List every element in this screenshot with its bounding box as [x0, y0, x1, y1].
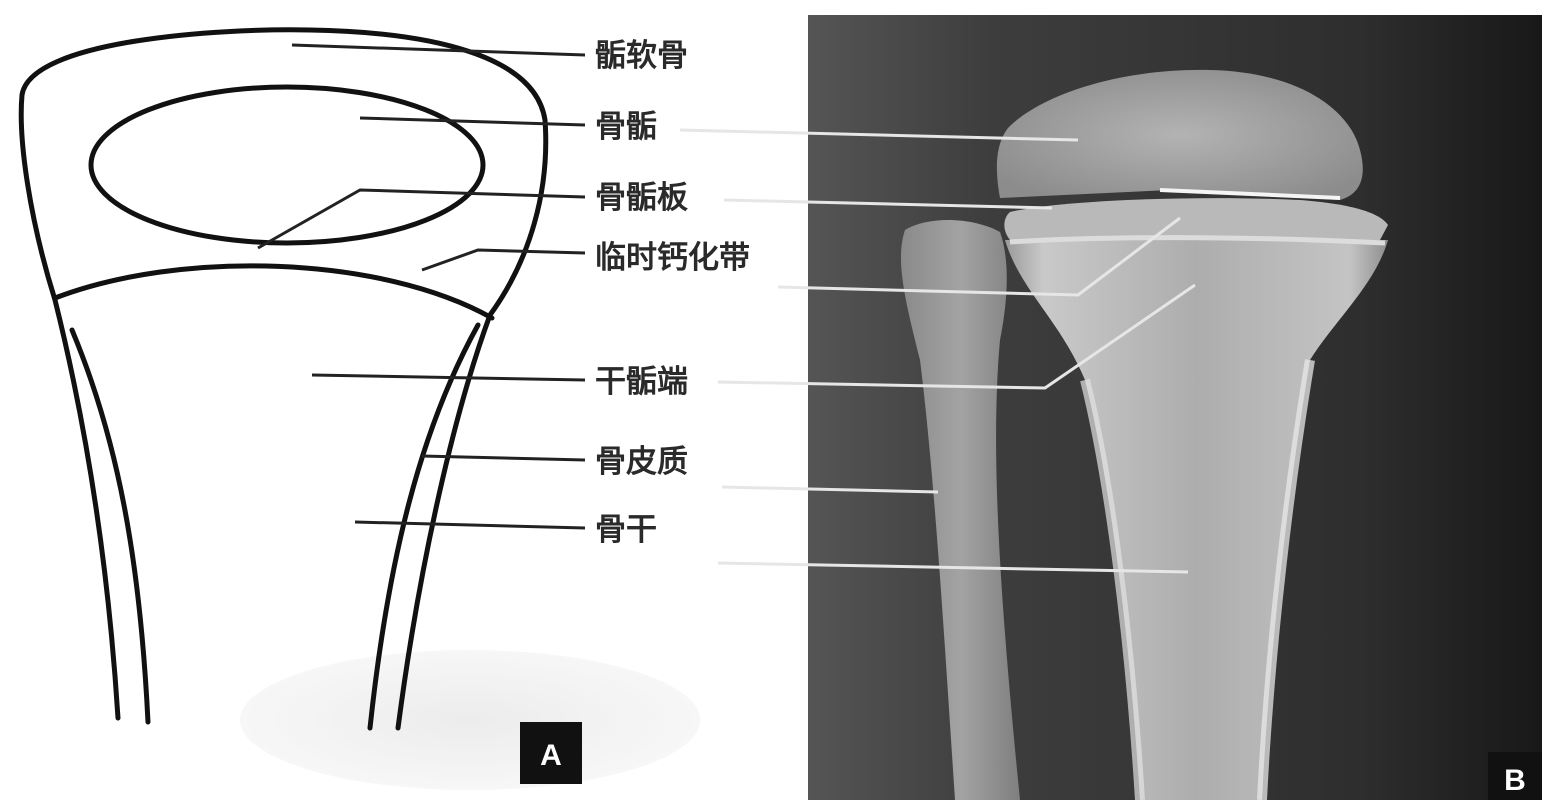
- label-provisional-calcification-zone: 临时钙化带: [595, 240, 750, 276]
- growth-plate-curve: [55, 266, 492, 318]
- cortex-inner-left: [72, 330, 148, 722]
- panel-b-radiograph: B: [680, 15, 1542, 800]
- watermark-logo: [240, 650, 700, 790]
- label-epiphysis: 骨骺: [595, 109, 657, 145]
- label-cortex: 骨皮质: [595, 444, 688, 480]
- label-epiphyseal-cartilage: 骺软骨: [595, 38, 688, 74]
- panel-a-badge-label: A: [540, 739, 562, 772]
- epiphysis-ellipse: [91, 87, 483, 243]
- panel-a-schematic: 骺软骨 骨骺 骨骺板 临时钙化带 干骺端 骨皮质 骨干 A: [21, 30, 750, 790]
- label-epiphyseal-plate: 骨骺板: [595, 180, 688, 216]
- label-metaphysis: 干骺端: [595, 364, 688, 400]
- panel-b-badge-label: B: [1504, 764, 1526, 797]
- label-diaphysis: 骨干: [595, 512, 657, 548]
